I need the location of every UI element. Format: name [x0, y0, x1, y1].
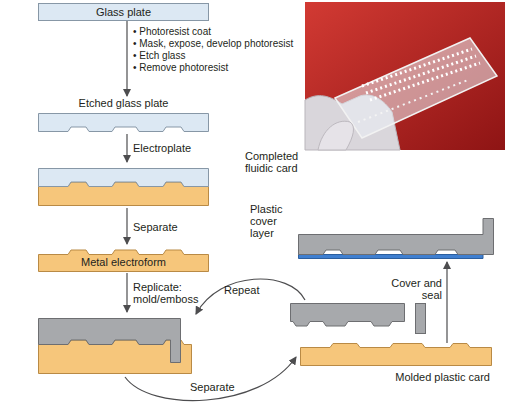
repeat-arrow — [196, 279, 305, 314]
process-arrow — [126, 21, 127, 96]
plastic-layer — [39, 319, 181, 363]
process-arrow — [126, 273, 127, 312]
process-step: • Photoresist coat — [133, 26, 211, 38]
covered-card-assembly: Plastic cover layer — [298, 212, 500, 262]
fluidic-card-photo — [335, 38, 497, 138]
glass-layer — [39, 169, 209, 187]
metal-electroform: Metal electroform — [38, 247, 209, 272]
metal-electroform-tool — [39, 340, 192, 374]
process-arrow — [126, 134, 127, 162]
node-text: Etched glass plate — [38, 97, 209, 110]
plastic-post — [416, 304, 426, 334]
node-shape — [301, 344, 492, 366]
process-step: • Mask, expose, develop photoresist — [133, 38, 293, 50]
process-step: • Etch glass — [133, 50, 185, 62]
node-shape — [39, 250, 209, 272]
step-label: Separate — [190, 381, 235, 393]
node-shape — [299, 255, 484, 259]
step-label: Separate — [133, 221, 178, 233]
card-wells-row — [362, 49, 472, 86]
node-text: Plastic cover layer — [250, 203, 300, 239]
photo-background — [305, 2, 505, 150]
step-label: Replicate: mold/emboss — [133, 281, 205, 305]
process-arrow — [126, 208, 127, 244]
node-shape — [39, 114, 209, 132]
glass-plate: Glass plate — [38, 3, 209, 21]
node-shape — [299, 219, 494, 255]
plastic-piece — [291, 304, 405, 327]
card-channel-row — [358, 80, 468, 122]
etched-glass-plate: Etched glass plate — [38, 96, 209, 132]
card-wells-row — [366, 56, 476, 93]
photo-caption: Completed fluidic card — [245, 150, 303, 174]
separate-arrow — [125, 357, 296, 401]
process-step: • Remove photoresist — [133, 62, 228, 74]
step-label: Electroplate — [133, 142, 191, 154]
node-text: Molded plastic card — [395, 371, 490, 384]
gloved-thumb — [318, 121, 353, 150]
node-text: Glass plate — [39, 6, 208, 19]
node-outline — [298, 212, 500, 262]
process-arrow — [446, 262, 447, 343]
molded-plastic-card: Molded plastic card — [300, 343, 492, 389]
node-text: Metal electroform — [38, 256, 209, 269]
step-label: Repeat — [224, 284, 259, 296]
card-wells-row — [370, 63, 480, 100]
edge-label: Cover and seal — [386, 277, 442, 301]
